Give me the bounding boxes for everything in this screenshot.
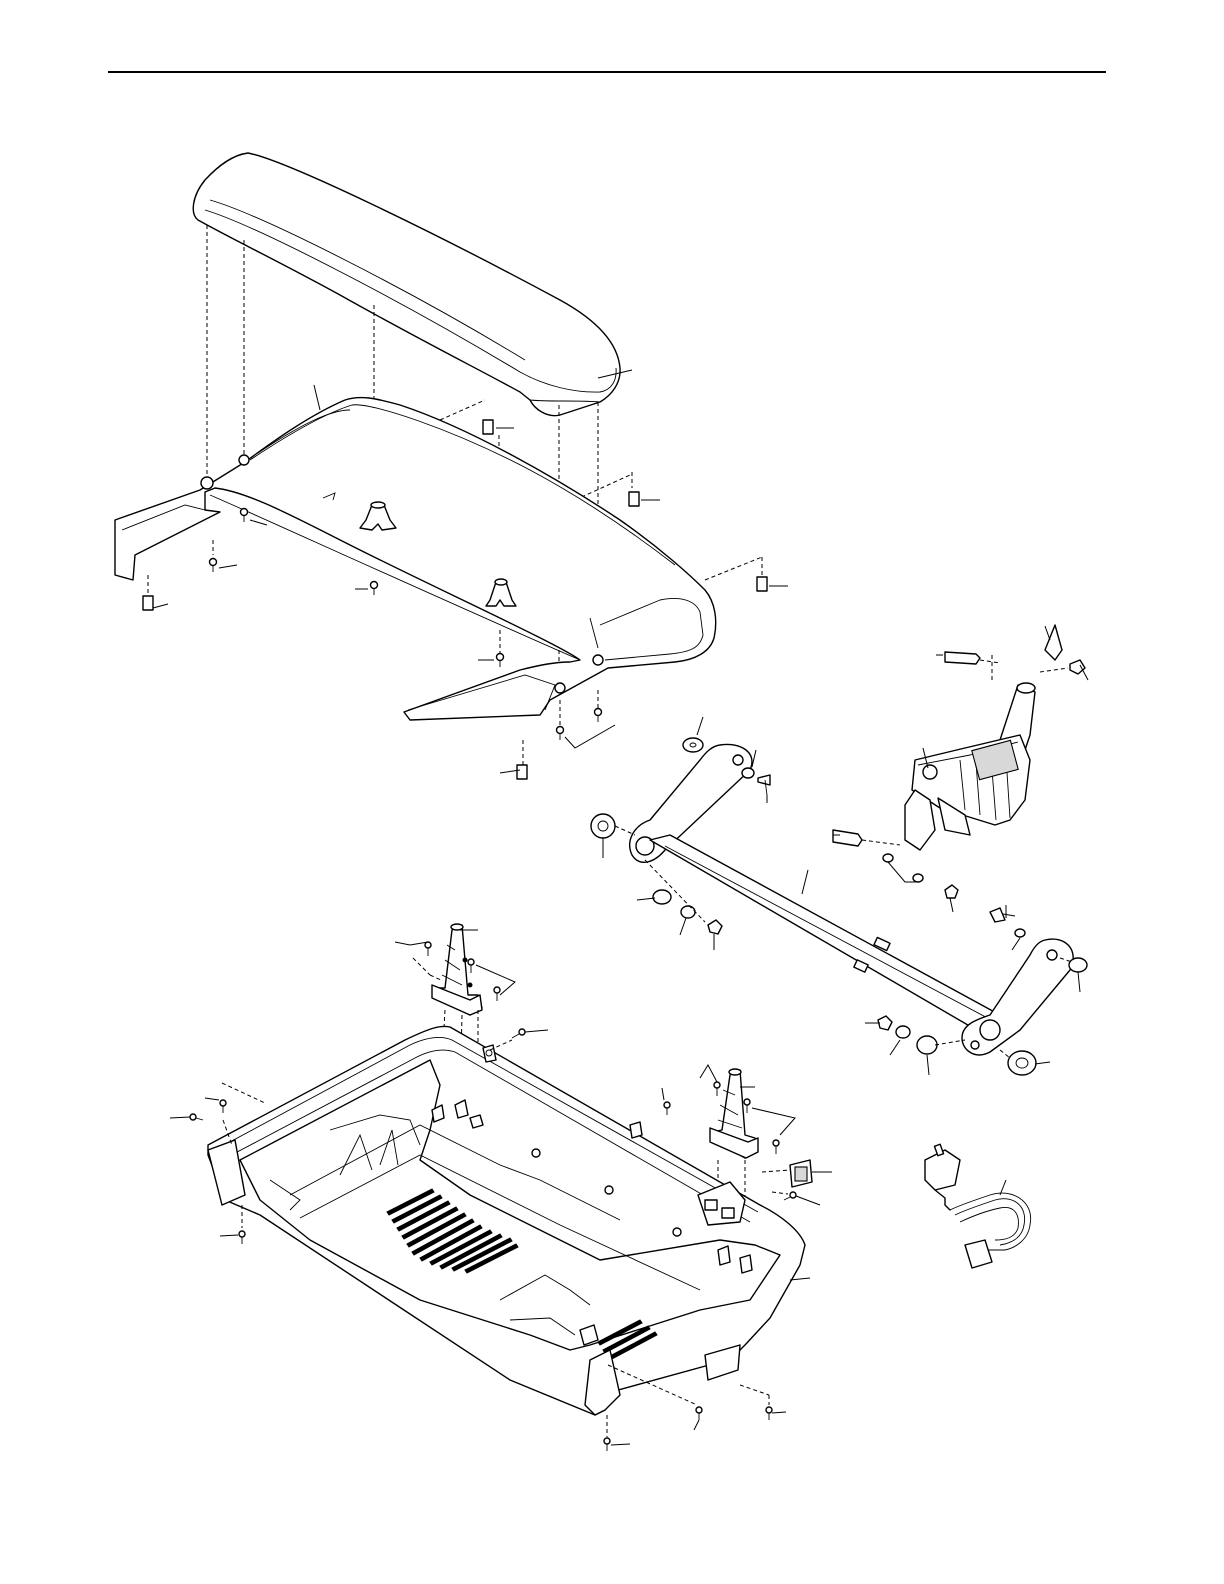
screw-icon xyxy=(468,959,474,973)
incline-motor xyxy=(905,683,1035,850)
screw-icon xyxy=(425,942,431,956)
screw-icon xyxy=(664,1102,670,1115)
screw-icon xyxy=(604,1438,610,1451)
screw-icon xyxy=(371,582,378,596)
hood-base xyxy=(115,398,716,720)
screw-icon xyxy=(595,709,602,723)
screw-icon xyxy=(239,1231,245,1244)
screw-icon xyxy=(696,1407,702,1420)
screw-icon xyxy=(557,727,564,741)
power-cord xyxy=(925,1144,1031,1268)
screw-icon xyxy=(497,654,504,668)
clip-icon xyxy=(517,765,527,779)
screw-icon xyxy=(766,1407,772,1420)
clip-icon xyxy=(757,577,767,591)
screw-icon xyxy=(744,1099,750,1113)
screw-icon xyxy=(220,1100,226,1113)
screw-icon xyxy=(241,509,248,523)
clip-icon xyxy=(483,420,493,434)
clip-icon xyxy=(143,596,153,610)
screw-icon xyxy=(784,1192,796,1200)
hood-cover xyxy=(193,153,620,416)
screw-icon xyxy=(512,1029,525,1038)
screw-icon xyxy=(773,1140,779,1154)
screw-icon xyxy=(494,987,500,1001)
screw-icon xyxy=(210,559,217,573)
screw-icon xyxy=(190,1114,203,1120)
clip-icon xyxy=(629,492,639,506)
screw-icon xyxy=(714,1082,720,1096)
